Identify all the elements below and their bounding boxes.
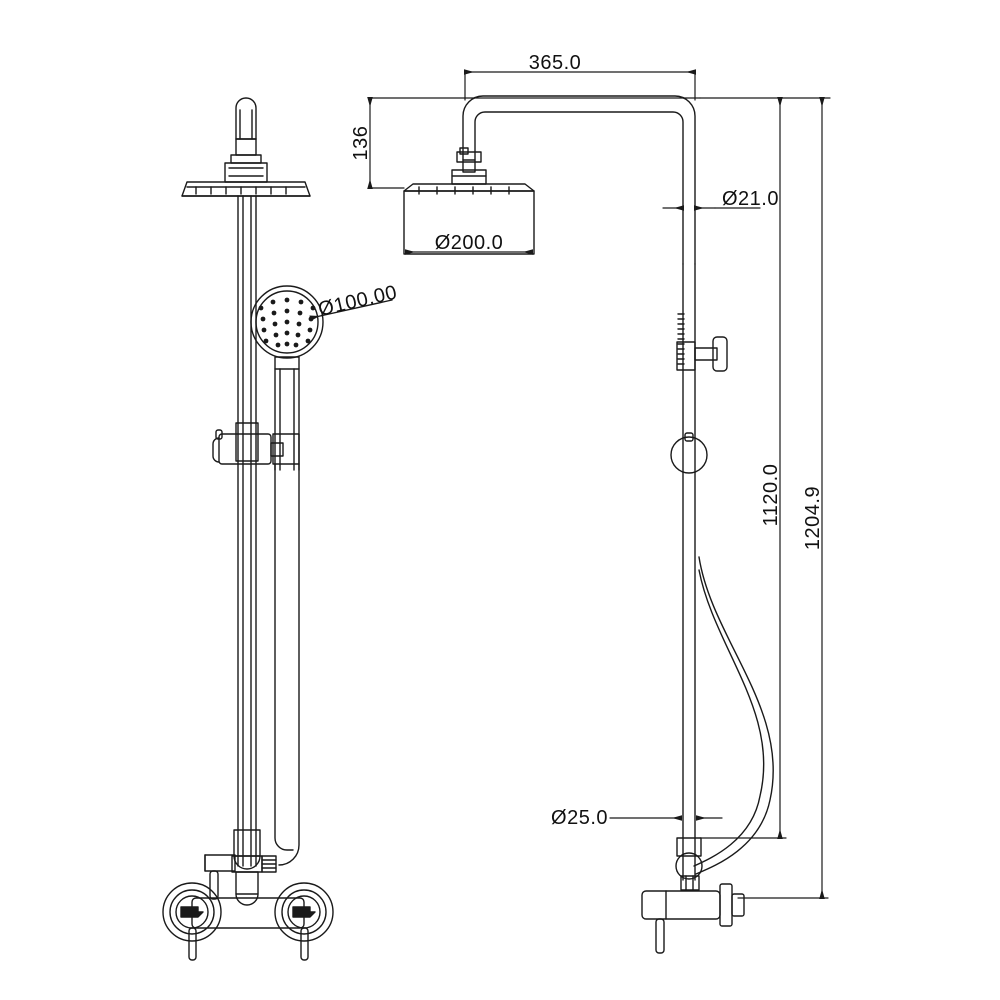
dimension-layer: [367, 69, 831, 899]
side-mixer-valve: [641, 883, 745, 954]
dim-label-21: Ø21.0: [722, 188, 779, 210]
front-rain-shower-head: [181, 181, 311, 197]
front-flexible-hose: [274, 463, 300, 866]
knurl-ribs: [677, 313, 685, 365]
dim-label-100: Ø100.00: [316, 281, 399, 320]
dim-hand-shower-diameter: [309, 299, 393, 321]
dim-136: [367, 97, 701, 189]
side-flexible-hose: [693, 556, 774, 875]
front-elevation-view: [162, 97, 393, 961]
front-lower-connector: [204, 829, 277, 906]
dim-label-200: Ø200.0: [435, 232, 504, 254]
dim-1120: [699, 97, 787, 839]
front-top-stub: [235, 97, 257, 140]
side-head-nozzles: [418, 186, 510, 195]
front-head-nozzles: [195, 186, 287, 195]
front-slide-bracket: [212, 429, 300, 465]
front-head-connector: [224, 138, 268, 183]
dim-label-1204: 1204.9: [802, 486, 824, 550]
hand-shower-head: [250, 285, 324, 471]
side-riser-rail: [676, 263, 728, 881]
dim-label-1120: 1120.0: [760, 464, 782, 527]
side-slide-bracket: [670, 432, 708, 474]
side-lower-connector: [675, 837, 703, 891]
side-head-connector: [451, 147, 487, 185]
front-riser-rail: [235, 195, 259, 867]
hand-shower-nozzles: [258, 297, 316, 348]
front-mixer-valve: [162, 882, 334, 961]
dim-label-25: Ø25.0: [551, 807, 608, 829]
side-elevation-view: [403, 95, 774, 954]
gooseneck-shower-arm: [462, 95, 696, 265]
dim-1204: [699, 97, 831, 899]
dim-label-136: 136: [350, 126, 372, 161]
dim-365: [464, 69, 696, 101]
dim-label-365: 365.0: [529, 52, 582, 74]
